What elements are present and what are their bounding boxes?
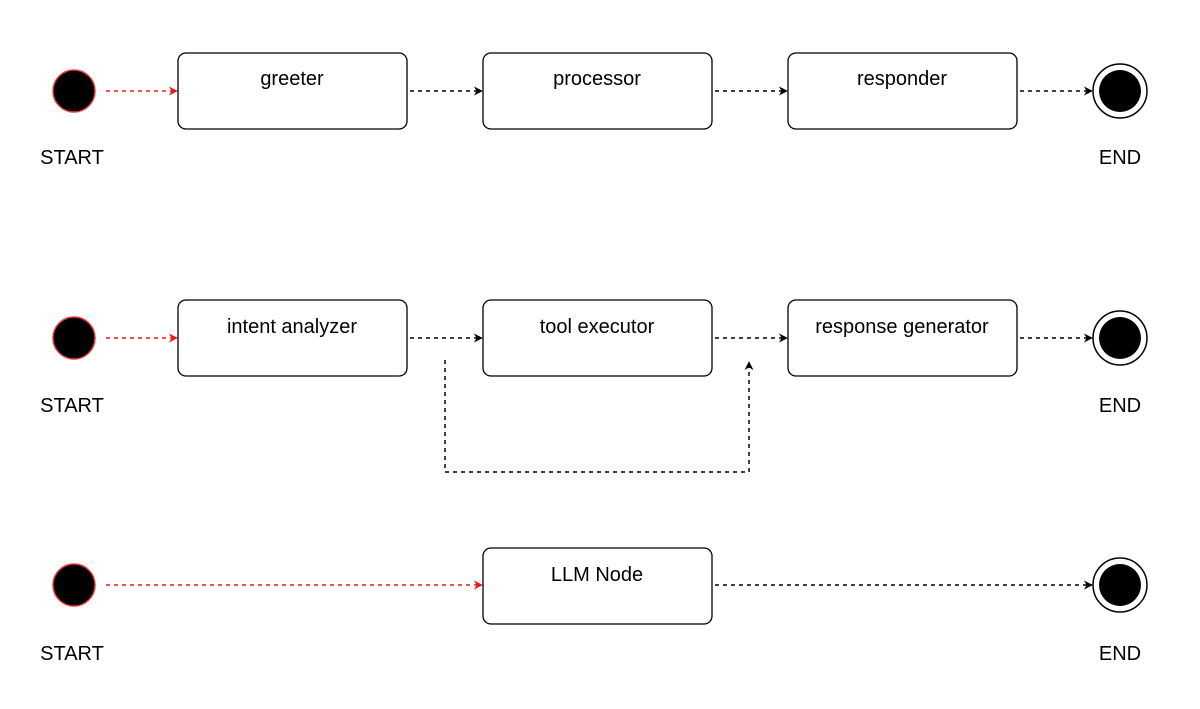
node-label: LLM Node bbox=[551, 564, 643, 586]
end-label: END bbox=[1099, 643, 1141, 665]
end-label: END bbox=[1099, 147, 1141, 169]
start-node bbox=[52, 316, 96, 360]
flow-1: START greeter processor responder END bbox=[40, 52, 1148, 169]
end-label: END bbox=[1099, 395, 1141, 417]
node-tool-executor[interactable] bbox=[482, 299, 713, 377]
start-node bbox=[52, 563, 96, 607]
flow-3: START LLM Node END bbox=[40, 547, 1148, 665]
node-label: processor bbox=[553, 68, 641, 90]
node-responder[interactable] bbox=[787, 52, 1018, 130]
node-response-generator[interactable] bbox=[787, 299, 1018, 377]
end-node bbox=[1099, 564, 1141, 606]
node-intent-analyzer[interactable] bbox=[177, 299, 408, 377]
node-label: responder bbox=[857, 68, 947, 90]
flow-2: START intent analyzer tool executor resp… bbox=[40, 299, 1148, 473]
node-processor[interactable] bbox=[482, 52, 713, 130]
node-llm[interactable] bbox=[482, 547, 713, 625]
start-label: START bbox=[40, 147, 104, 169]
start-node bbox=[52, 69, 96, 113]
bypass-edge bbox=[444, 360, 754, 473]
node-label: tool executor bbox=[540, 316, 655, 338]
end-node bbox=[1099, 70, 1141, 112]
node-label: intent analyzer bbox=[227, 316, 357, 338]
node-greeter[interactable] bbox=[177, 52, 408, 130]
start-label: START bbox=[40, 643, 104, 665]
node-label: greeter bbox=[260, 68, 324, 90]
node-label: response generator bbox=[815, 316, 989, 338]
start-label: START bbox=[40, 395, 104, 417]
end-node bbox=[1099, 317, 1141, 359]
